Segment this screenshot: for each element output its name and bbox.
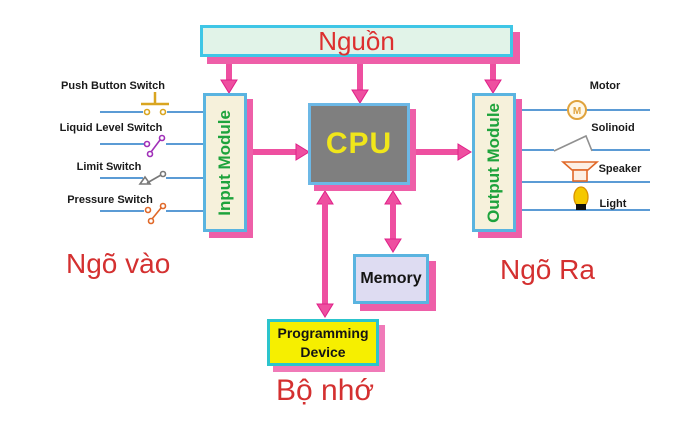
label-solinoid: Solinoid [591, 122, 635, 134]
label-limit-switch: Limit Switch [76, 161, 142, 173]
cpu-label: CPU [325, 127, 393, 160]
programming-device-label: Programming Device [277, 325, 369, 360]
label-push-button-switch: Push Button Switch [61, 80, 165, 92]
input-to-cpu-arrow [251, 143, 310, 161]
programming-device-box: Programming Device [267, 319, 379, 366]
speaker-icon [560, 161, 600, 182]
cpu-to-output-arrow [416, 143, 472, 161]
pressure-switch-icon [144, 202, 167, 225]
caption-input: Ngõ vào [66, 248, 171, 279]
power-box: Nguồn [200, 25, 513, 57]
cpu-box: CPU [308, 103, 410, 185]
solinoid-icon [553, 134, 593, 152]
push-button-switch-icon [141, 92, 169, 116]
input-wires [100, 111, 204, 212]
memory-box: Memory [353, 254, 429, 304]
power-to-cpu-arrow [351, 64, 369, 104]
input-module-box: Input Module [203, 93, 247, 232]
input-module-label: Input Module [215, 109, 234, 216]
output-module-label: Output Module [484, 102, 503, 223]
label-liquid-level-switch: Liquid Level Switch [59, 122, 163, 134]
caption-output: Ngõ Ra [500, 254, 595, 285]
label-motor: Motor [589, 80, 621, 92]
motor-symbol: M [573, 106, 581, 117]
cpu-memory-arrow [384, 190, 402, 253]
motor-icon: M [567, 100, 587, 120]
power-to-input-arrow [220, 64, 238, 94]
label-light: Light [599, 198, 627, 210]
output-module-box: Output Module [472, 93, 516, 232]
label-speaker: Speaker [598, 163, 642, 175]
liquid-level-switch-icon [143, 134, 166, 158]
cpu-programming-arrow [316, 190, 334, 318]
caption-memory: Bộ nhớ [276, 374, 375, 407]
memory-label: Memory [360, 270, 422, 287]
label-pressure-switch: Pressure Switch [67, 194, 153, 206]
light-icon [573, 186, 589, 210]
power-label: Nguồn [318, 25, 395, 56]
limit-switch-icon [138, 170, 167, 185]
power-to-output-arrow [484, 64, 502, 94]
